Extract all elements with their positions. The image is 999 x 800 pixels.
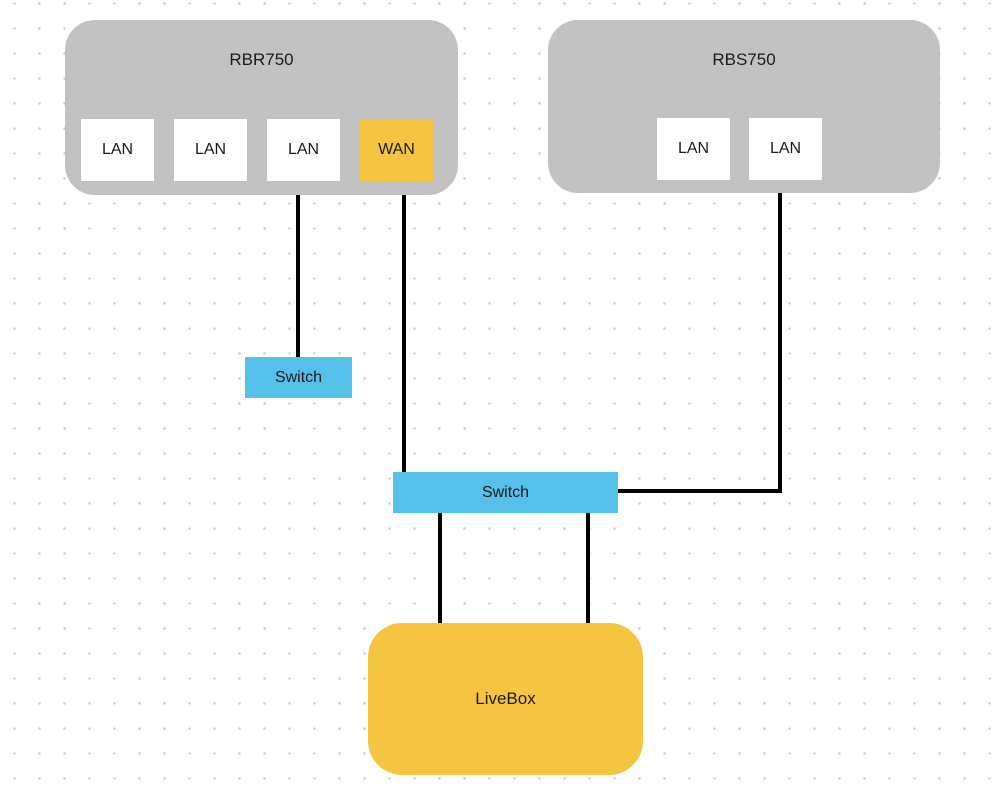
rbs750-port-lan-1[interactable]: LAN [657, 118, 730, 180]
connector-switch-wide-to-livebox-right[interactable] [586, 513, 590, 623]
livebox-label: LiveBox [475, 689, 536, 708]
node-rbr750[interactable]: RBR750 LAN LAN LAN WAN [65, 20, 458, 195]
rbs750-port-lan-2[interactable]: LAN [749, 118, 822, 180]
connector-switch-wide-to-livebox-left[interactable] [438, 513, 442, 623]
node-switch-small[interactable]: Switch [245, 357, 352, 398]
connector-rbr-wan-to-switch-wide[interactable] [402, 181, 406, 472]
rbr750-port-lan-2[interactable]: LAN [174, 119, 247, 181]
port-label: LAN [287, 141, 320, 158]
connector-rbs-lan2-horizontal-segment[interactable] [616, 489, 782, 493]
node-rbs750[interactable]: RBS750 LAN LAN [548, 20, 940, 193]
port-label: WAN [378, 141, 415, 158]
port-label: LAN [677, 140, 710, 157]
port-label: LAN [769, 140, 802, 157]
connector-rbs-lan2-vertical-segment[interactable] [778, 181, 782, 493]
rbr750-port-lan-1[interactable]: LAN [81, 119, 154, 181]
port-label: LAN [194, 141, 227, 158]
connector-rbr-lan3-to-switch-small[interactable] [296, 181, 300, 357]
node-rbr750-title: RBR750 [229, 50, 294, 69]
switch-label: Switch [481, 483, 530, 501]
switch-label: Switch [274, 368, 323, 386]
node-livebox[interactable]: LiveBox [368, 623, 643, 775]
port-label: LAN [101, 141, 134, 158]
node-switch-wide[interactable]: Switch [393, 472, 618, 513]
rbr750-port-wan[interactable]: WAN [360, 119, 433, 181]
node-rbs750-title: RBS750 [712, 50, 776, 69]
rbr750-port-lan-3[interactable]: LAN [267, 119, 340, 181]
